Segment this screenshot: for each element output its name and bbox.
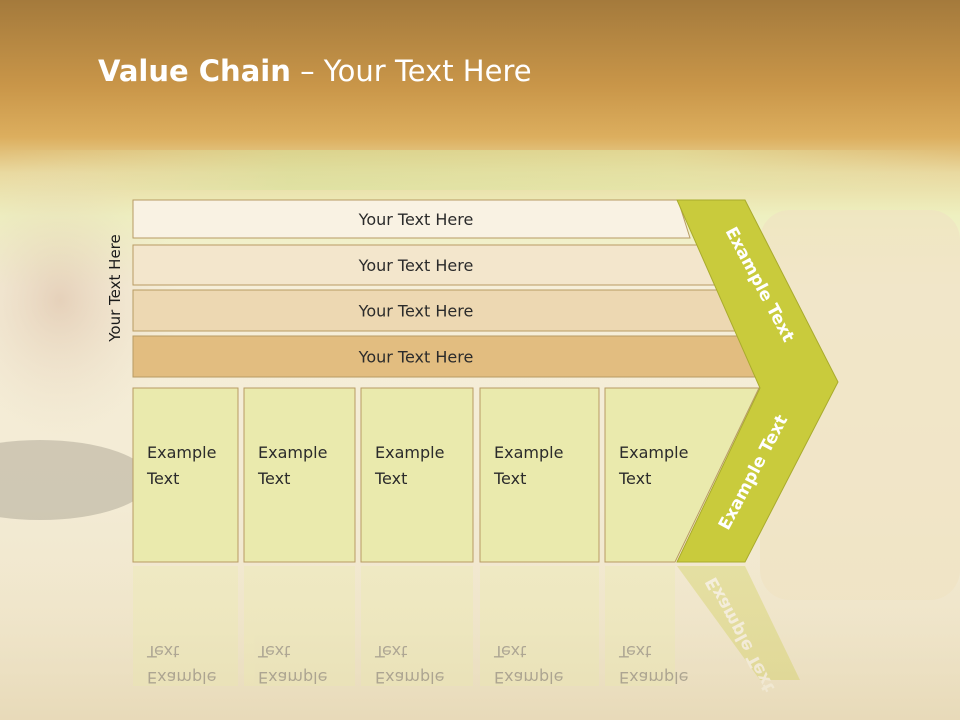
column-label-4-line2: Text [493,469,526,488]
value-chain-column-3 [360,387,474,563]
column-reflection-label-2-line2: Text [257,642,290,661]
value-chain-column-4 [479,387,600,563]
column-label-3-line2: Text [374,469,407,488]
column-label-2-line2: Text [257,469,290,488]
column-label-5-line1: Example [619,443,688,462]
column-reflection-label-1-line1: Example [147,668,216,687]
value-chain-column-2 [243,387,356,563]
column-reflection-2: Example Text [244,566,355,687]
value-chain-column-5 [604,387,760,563]
column-reflection-label-4-line1: Example [494,668,563,687]
value-chain-chevron [676,199,839,563]
column-reflection-1: Example Text [133,566,238,687]
column-label-1-line2: Text [146,469,179,488]
title-rest: – Your Text Here [290,54,532,88]
row-label-4: Your Text Here [358,348,474,367]
column-reflection-label-5-line1: Example [619,668,688,687]
title-bold: Value Chain [98,54,291,88]
column-reflection-5: Example Text [605,566,688,687]
column-reflection-label-2-line1: Example [258,668,327,687]
column-reflection-label-3-line2: Text [374,642,407,661]
chevron-reflection: Example Text [677,566,800,695]
column-reflection-3: Example Text [361,566,473,687]
value-chain-row-1 [132,199,691,239]
column-reflection-label-1-line2: Text [146,642,179,661]
column-label-4-line1: Example [494,443,563,462]
column-label-1-line1: Example [147,443,216,462]
column-label-2-line1: Example [258,443,327,462]
row-label-3: Your Text Here [358,302,474,321]
column-reflection-label-5-line2: Text [618,642,651,661]
row-label-1: Your Text Here [358,210,474,229]
row-label-2: Your Text Here [358,256,474,275]
slide-title: Value Chain – Your Text Here [98,54,532,88]
column-reflection-4: Example Text [480,566,599,687]
column-reflection-label-3-line1: Example [375,668,444,687]
column-label-5-line2: Text [618,469,651,488]
column-label-3-line1: Example [375,443,444,462]
value-chain-column-1 [132,387,239,563]
column-reflection-label-4-line2: Text [493,642,526,661]
